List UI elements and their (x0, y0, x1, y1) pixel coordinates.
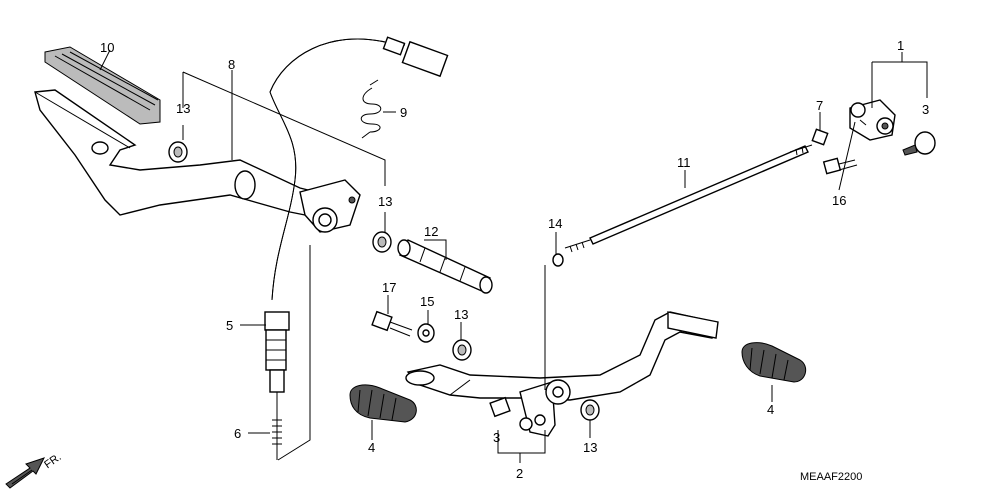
washer-part-13-left (168, 141, 188, 163)
washer-part-15 (417, 323, 435, 343)
spring-part-9 (360, 79, 382, 139)
callout-7: 7 (816, 98, 823, 113)
callout-10: 10 (100, 40, 114, 55)
callout-1: 1 (897, 38, 904, 53)
leader-lines (99, 49, 928, 463)
stop-switch-cable (264, 36, 449, 460)
callout-5: 5 (226, 318, 233, 333)
callout-13-mid: 13 (454, 307, 468, 322)
pedal-pad-part-10 (44, 46, 161, 125)
nut-part-7 (811, 128, 829, 146)
callout-6: 6 (234, 426, 241, 441)
callout-2: 2 (516, 466, 523, 481)
shift-rod-part-11 (552, 144, 813, 267)
front-marker-label: FR. (42, 451, 63, 471)
collar-part-13-bottom (580, 399, 600, 421)
callout-4-right: 4 (767, 402, 774, 417)
callout-13-top-left: 13 (176, 101, 190, 116)
callout-14: 14 (548, 216, 562, 231)
front-direction-arrow-icon (5, 457, 45, 489)
pivot-collar-part-12 (397, 239, 493, 294)
diagram-code: MEAAF2200 (800, 471, 862, 483)
brake-pedal-part-8 (34, 89, 361, 233)
callout-13-bottom: 13 (583, 440, 597, 455)
peg-rubber-part-4-left (349, 384, 417, 423)
callout-3-bottom: 3 (493, 430, 500, 445)
shift-pedal-part-2 (405, 311, 719, 437)
bolt-part-16 (822, 157, 858, 175)
callout-16: 16 (832, 193, 846, 208)
bolt-part-3-bottom (489, 396, 533, 431)
bolt-part-3-top (902, 131, 936, 156)
callout-12: 12 (424, 224, 438, 239)
collar-part-13-mid (452, 339, 472, 361)
callout-11: 11 (677, 155, 691, 170)
callout-9: 9 (400, 105, 407, 120)
peg-rubber-part-4-right (741, 342, 807, 383)
callout-15: 15 (420, 294, 434, 309)
callout-8: 8 (228, 57, 235, 72)
callout-17: 17 (382, 280, 396, 295)
joint-assembly-part-1 (849, 99, 896, 141)
washer-part-13-top (372, 231, 392, 253)
callout-4-left: 4 (368, 440, 375, 455)
callout-13-top: 13 (378, 194, 392, 209)
bolt-part-17 (371, 310, 413, 337)
callout-3-top: 3 (922, 102, 929, 117)
